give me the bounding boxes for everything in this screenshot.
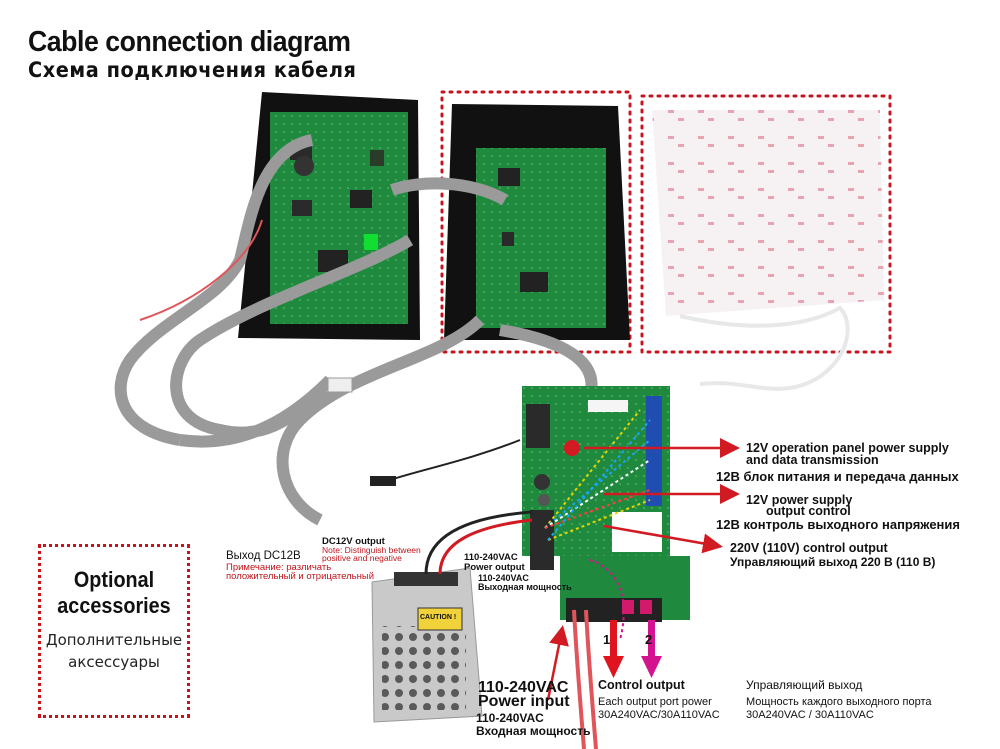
title-english: Cable connection diagram [28, 26, 351, 58]
control-output-en-desc-2: 30A240VAC/30A110VAC [598, 709, 720, 721]
callout-output-control-en-2: output control [766, 504, 851, 518]
optional-title-line2: accessories [57, 593, 171, 618]
control-output-ru-desc-1: Мощность каждого выходного порта [746, 696, 932, 708]
dc-note-en-2: positive and negative [322, 553, 402, 563]
ribbon-cables [114, 134, 598, 526]
main-control-board [522, 386, 690, 641]
ac-output-en-2: Power output [464, 562, 525, 573]
psu-wire-red [438, 518, 533, 575]
dc-output-en: DC12V output [322, 536, 385, 547]
optional-ru-line2: аксессуары [68, 653, 160, 671]
power-input-en-1: 110-240VAC [478, 679, 569, 696]
led-sheet [640, 94, 892, 391]
control-output-ru-title: Управляющий выход [746, 678, 863, 692]
port-1-label: 1 [603, 632, 611, 647]
control-output-en-title: Control output [598, 678, 685, 692]
control-output-en-desc-1: Each output port power [598, 696, 712, 708]
ac-output-ru-2: Выходная мощность [478, 582, 572, 592]
caution-sticker: CAUTION ! [420, 614, 457, 621]
power-supply-unit [371, 567, 483, 723]
callout-220v-ru: Управляющий выход 220 В (110 В) [730, 555, 936, 569]
power-input-arrow [546, 625, 569, 701]
psu-wire-black [424, 510, 533, 575]
output-arrow-2 [641, 620, 662, 678]
dc-note-en-1: Note: Distinguish between [322, 545, 421, 555]
optional-title-line1: Optional [73, 567, 155, 592]
dc-output-ru: Выход DC12B [226, 550, 301, 562]
callout-panel-supply-en-1: 12V operation panel power supply [746, 441, 949, 455]
control-output-ru-desc-2: 30A240VAC / 30A110VAC [746, 709, 874, 721]
callout-arrows [584, 438, 740, 554]
dc-note-ru-2: положительный и отрицательный [226, 571, 374, 582]
title-russian: Схема подключения кабеля [28, 58, 357, 82]
right-control-panel [440, 90, 632, 354]
power-input-en-2: Power input [478, 693, 570, 710]
power-input-wire [572, 609, 586, 749]
power-input-wire-2 [584, 609, 598, 749]
dc-note-ru-1: Примечание: различать [226, 562, 332, 573]
ac-output-en-1: 110-240VAC [464, 552, 518, 563]
optional-ru-line1: Дополнительные [45, 631, 183, 649]
power-input-ru-1: 110-240VAC [476, 711, 544, 725]
sensor-probe [370, 476, 396, 486]
callout-220v-en: 220V (110V) control output [730, 541, 888, 555]
ribbon-connector [327, 377, 353, 393]
power-input-ru-2: Входная мощность [476, 724, 591, 738]
optional-accessories-box: Optional accessories Дополнительные аксе… [38, 544, 190, 718]
callout-panel-supply-en-2: and data transmission [746, 453, 879, 467]
port-2-label: 2 [645, 632, 653, 647]
callout-output-control-en-1: 12V power supply [746, 493, 853, 507]
ac-output-ru-1: 110-240VAC [478, 573, 529, 583]
output-arrow-1 [603, 620, 624, 678]
sensor-wire [389, 439, 521, 481]
callout-output-control-ru: 12В контроль выходного напряжения [716, 517, 960, 532]
red-wire [139, 219, 263, 321]
callout-panel-supply-ru: 12В блок питания и передача данных [716, 469, 959, 484]
